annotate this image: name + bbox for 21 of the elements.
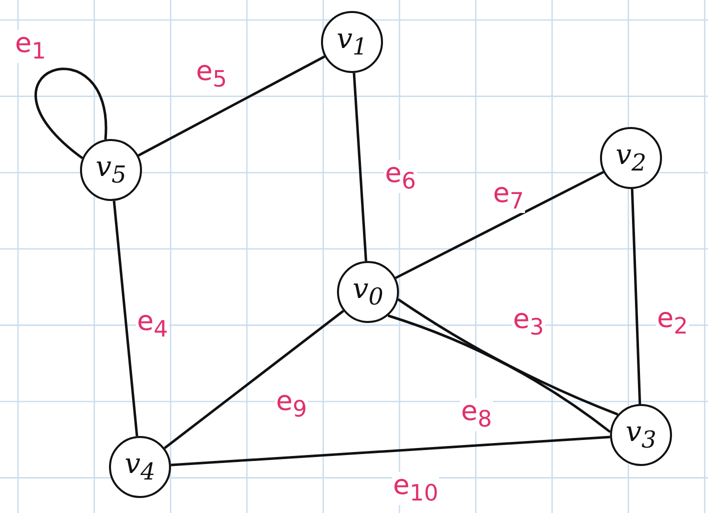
edge-label: e$_{8}$ [460, 398, 493, 431]
edge-line [170, 436, 610, 466]
edge-line [388, 314, 611, 433]
vertex-label: v$_{0}$ [352, 275, 384, 309]
edge-label: e$_{1}$ [14, 30, 47, 63]
edge-line [112, 200, 138, 436]
vertex-circle [337, 261, 399, 323]
edge-line [35, 68, 107, 160]
vertex-label: v$_{4}$ [124, 450, 156, 484]
vertex-label: v$_{5}$ [96, 153, 126, 187]
edge-line [164, 310, 344, 450]
vertex-label: v$_{1}$ [336, 25, 368, 59]
edge-label: e$_{10}$ [392, 472, 440, 505]
edge-line [138, 55, 326, 157]
edge-line [395, 170, 604, 280]
vertex-label: v$_{3}$ [626, 418, 656, 452]
edge-line [397, 298, 618, 416]
edge-label: e$_{6}$ [384, 160, 417, 193]
vertex-label: v$_{2}$ [616, 141, 646, 175]
edge-line [630, 188, 642, 404]
edge-line [352, 72, 368, 262]
